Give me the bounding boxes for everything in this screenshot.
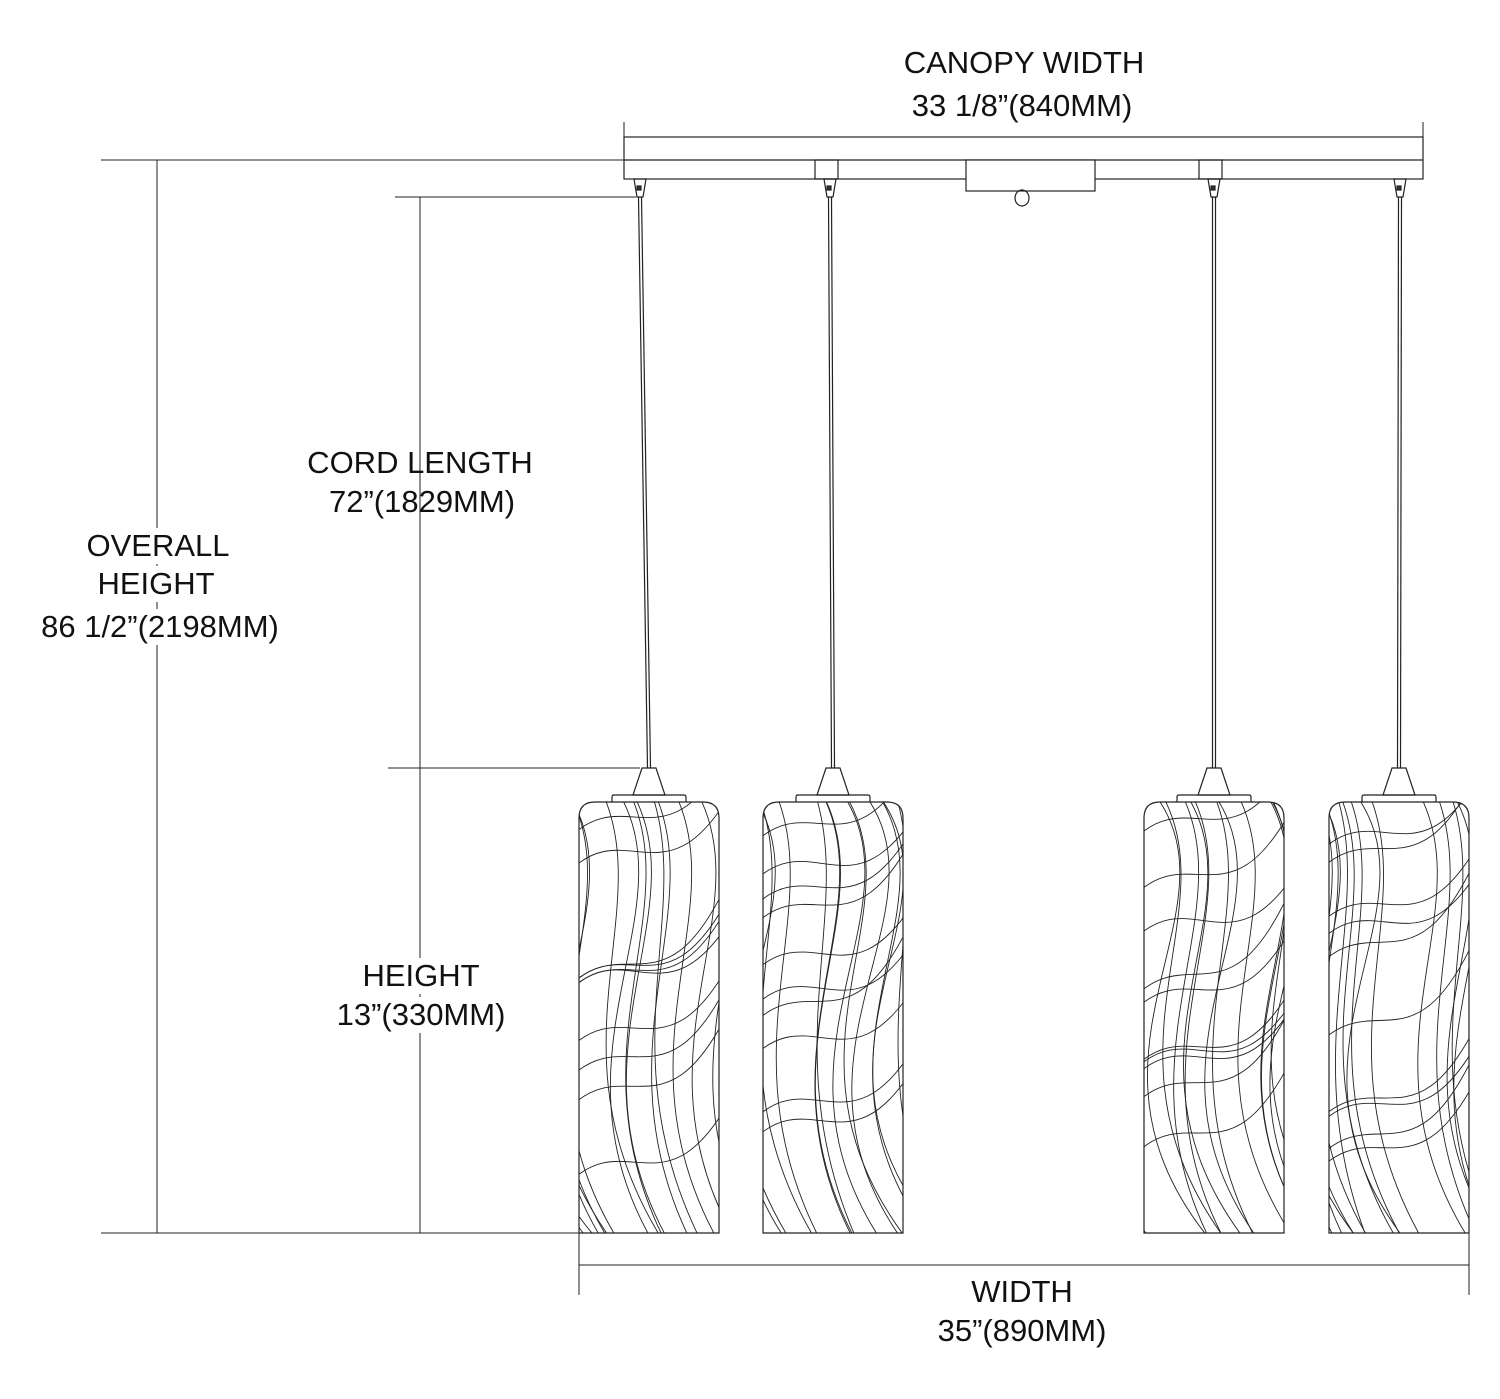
pendant-3 bbox=[1143, 178, 1285, 1234]
pendant-2 bbox=[762, 178, 904, 1234]
overall-height-value: 86 1/2”(2198MM) bbox=[41, 609, 279, 645]
cord-length-title: CORD LENGTH bbox=[307, 445, 533, 480]
cord-length-value: 72”(1829MM) bbox=[328, 484, 516, 519]
canopy-width-title: CANOPY WIDTH bbox=[903, 45, 1145, 80]
swirl-pattern bbox=[763, 802, 903, 1233]
canopy bbox=[623, 136, 1424, 207]
swirl-pattern bbox=[579, 802, 719, 1233]
overall-height-title-1: OVERALL bbox=[86, 528, 230, 564]
height-title: HEIGHT bbox=[362, 958, 480, 994]
overall-height-title-2: HEIGHT bbox=[97, 566, 215, 602]
pendant-1 bbox=[578, 178, 720, 1234]
swirl-pattern bbox=[1144, 802, 1284, 1233]
height-value: 13”(330MM) bbox=[336, 997, 506, 1033]
width-title: WIDTH bbox=[971, 1274, 1073, 1309]
pendant-4 bbox=[1328, 178, 1470, 1234]
width-value: 35”(890MM) bbox=[937, 1313, 1107, 1348]
pendants bbox=[578, 178, 1470, 1234]
canopy-width-value: 33 1/8”(840MM) bbox=[911, 88, 1133, 123]
dimension-lines bbox=[101, 122, 1470, 1295]
swirl-pattern bbox=[1329, 802, 1469, 1233]
